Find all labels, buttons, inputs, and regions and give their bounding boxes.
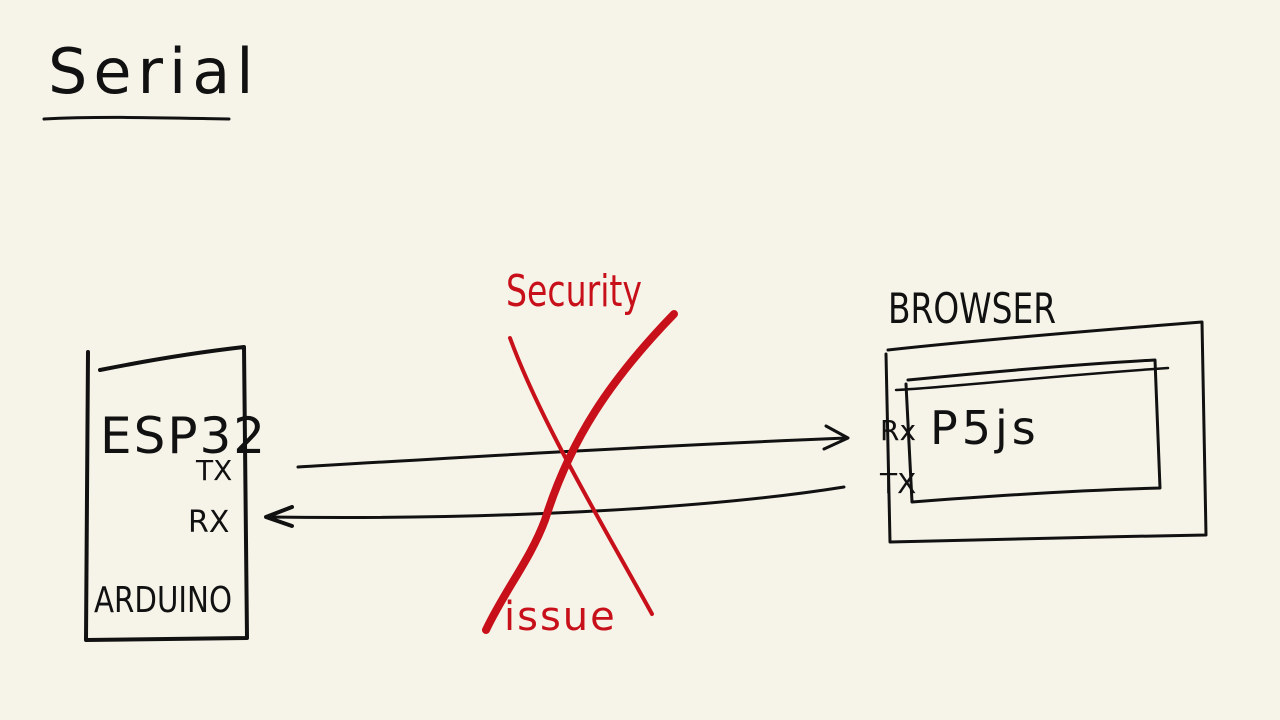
title-underline <box>42 115 231 121</box>
esp32-board-box <box>84 345 249 642</box>
browser-inner-frame <box>904 358 1162 504</box>
return-arrowhead <box>264 505 294 528</box>
red-cross-stroke-1 <box>508 336 654 616</box>
browser-window-frame <box>884 320 1208 544</box>
esp32-rx-label: RX <box>188 505 229 540</box>
browser-tx-label: TX <box>879 467 916 500</box>
page-title: Serial <box>48 35 259 108</box>
tx-to-rx-arrow <box>296 436 848 469</box>
tx-to-rx-return-arrow <box>266 485 846 520</box>
tx-to-rx-arrowhead <box>822 424 850 451</box>
arduino-label: ARDUINO <box>94 580 232 621</box>
browser-frame-edge <box>894 366 1170 392</box>
esp32-tx-label: TX <box>195 454 232 487</box>
red-cross-stroke-2 <box>482 310 678 634</box>
issue-label: issue <box>504 594 617 640</box>
browser-rx-label: Rx <box>880 414 916 447</box>
p5js-label: P5js <box>930 401 1040 455</box>
esp32-label: ESP32 <box>100 407 267 465</box>
browser-label: BROWSER <box>888 284 1056 333</box>
security-label: Security <box>506 266 642 317</box>
